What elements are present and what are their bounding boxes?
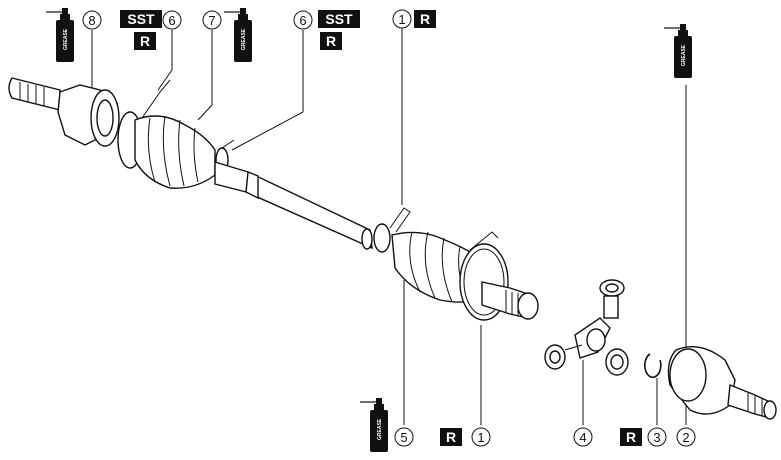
sst-tool-badge: SST bbox=[120, 10, 162, 28]
part-2-joint-housing bbox=[667, 346, 777, 420]
svg-text:6: 6 bbox=[168, 13, 175, 28]
svg-text:1: 1 bbox=[398, 12, 405, 27]
svg-text:4: 4 bbox=[579, 430, 586, 445]
callout-3: 3 bbox=[647, 427, 667, 447]
grease-can-icon: GREASE bbox=[46, 8, 74, 62]
svg-text:SST: SST bbox=[325, 11, 353, 27]
callout-7: 7 bbox=[202, 10, 222, 30]
replace-part-badge: R bbox=[134, 32, 156, 50]
svg-text:R: R bbox=[140, 33, 150, 49]
part-4-tripod-joint bbox=[544, 279, 629, 376]
grease-can-icon: GREASE bbox=[224, 8, 252, 62]
callout-1: 1 bbox=[392, 9, 412, 29]
svg-text:GREASE: GREASE bbox=[241, 28, 247, 50]
svg-text:GREASE: GREASE bbox=[377, 418, 383, 440]
callout-1: 1 bbox=[471, 427, 491, 447]
svg-text:8: 8 bbox=[88, 13, 95, 28]
callout-2: 2 bbox=[676, 427, 696, 447]
grease-can-icon: GREASE bbox=[360, 398, 388, 452]
callout-5: 5 bbox=[394, 427, 414, 447]
inner-stub-shaft bbox=[8, 77, 61, 111]
grease-can-icon: GREASE bbox=[664, 24, 692, 78]
drive-shaft-bar bbox=[214, 161, 373, 250]
svg-text:7: 7 bbox=[208, 13, 215, 28]
leader-lines bbox=[91, 28, 687, 425]
callout-8: 8 bbox=[82, 10, 102, 30]
svg-text:6: 6 bbox=[299, 13, 306, 28]
sst-tool-badge: SST bbox=[318, 10, 360, 28]
callout-6: 6 bbox=[293, 10, 313, 30]
replace-part-badge: R bbox=[440, 428, 462, 446]
part-1-boot-clamp-small bbox=[373, 207, 411, 253]
svg-text:R: R bbox=[446, 429, 456, 445]
svg-text:R: R bbox=[626, 429, 636, 445]
svg-text:GREASE: GREASE bbox=[681, 44, 687, 66]
replace-part-badge: R bbox=[414, 10, 436, 28]
part-8-boot-housing bbox=[57, 84, 120, 147]
svg-text:3: 3 bbox=[653, 430, 660, 445]
callout-4: 4 bbox=[573, 427, 593, 447]
svg-text:R: R bbox=[420, 11, 430, 27]
svg-text:5: 5 bbox=[400, 430, 407, 445]
part-3-snap-ring bbox=[644, 353, 662, 378]
callout-6: 6 bbox=[162, 10, 182, 30]
svg-text:2: 2 bbox=[682, 430, 689, 445]
svg-text:1: 1 bbox=[477, 430, 484, 445]
svg-text:R: R bbox=[326, 33, 336, 49]
part-7-inboard-boot bbox=[134, 115, 216, 189]
svg-text:GREASE: GREASE bbox=[63, 28, 69, 50]
replace-part-badge: R bbox=[320, 32, 342, 50]
outboard-spline-end bbox=[481, 281, 539, 320]
replace-part-badge: R bbox=[620, 428, 642, 446]
svg-text:SST: SST bbox=[127, 11, 155, 27]
